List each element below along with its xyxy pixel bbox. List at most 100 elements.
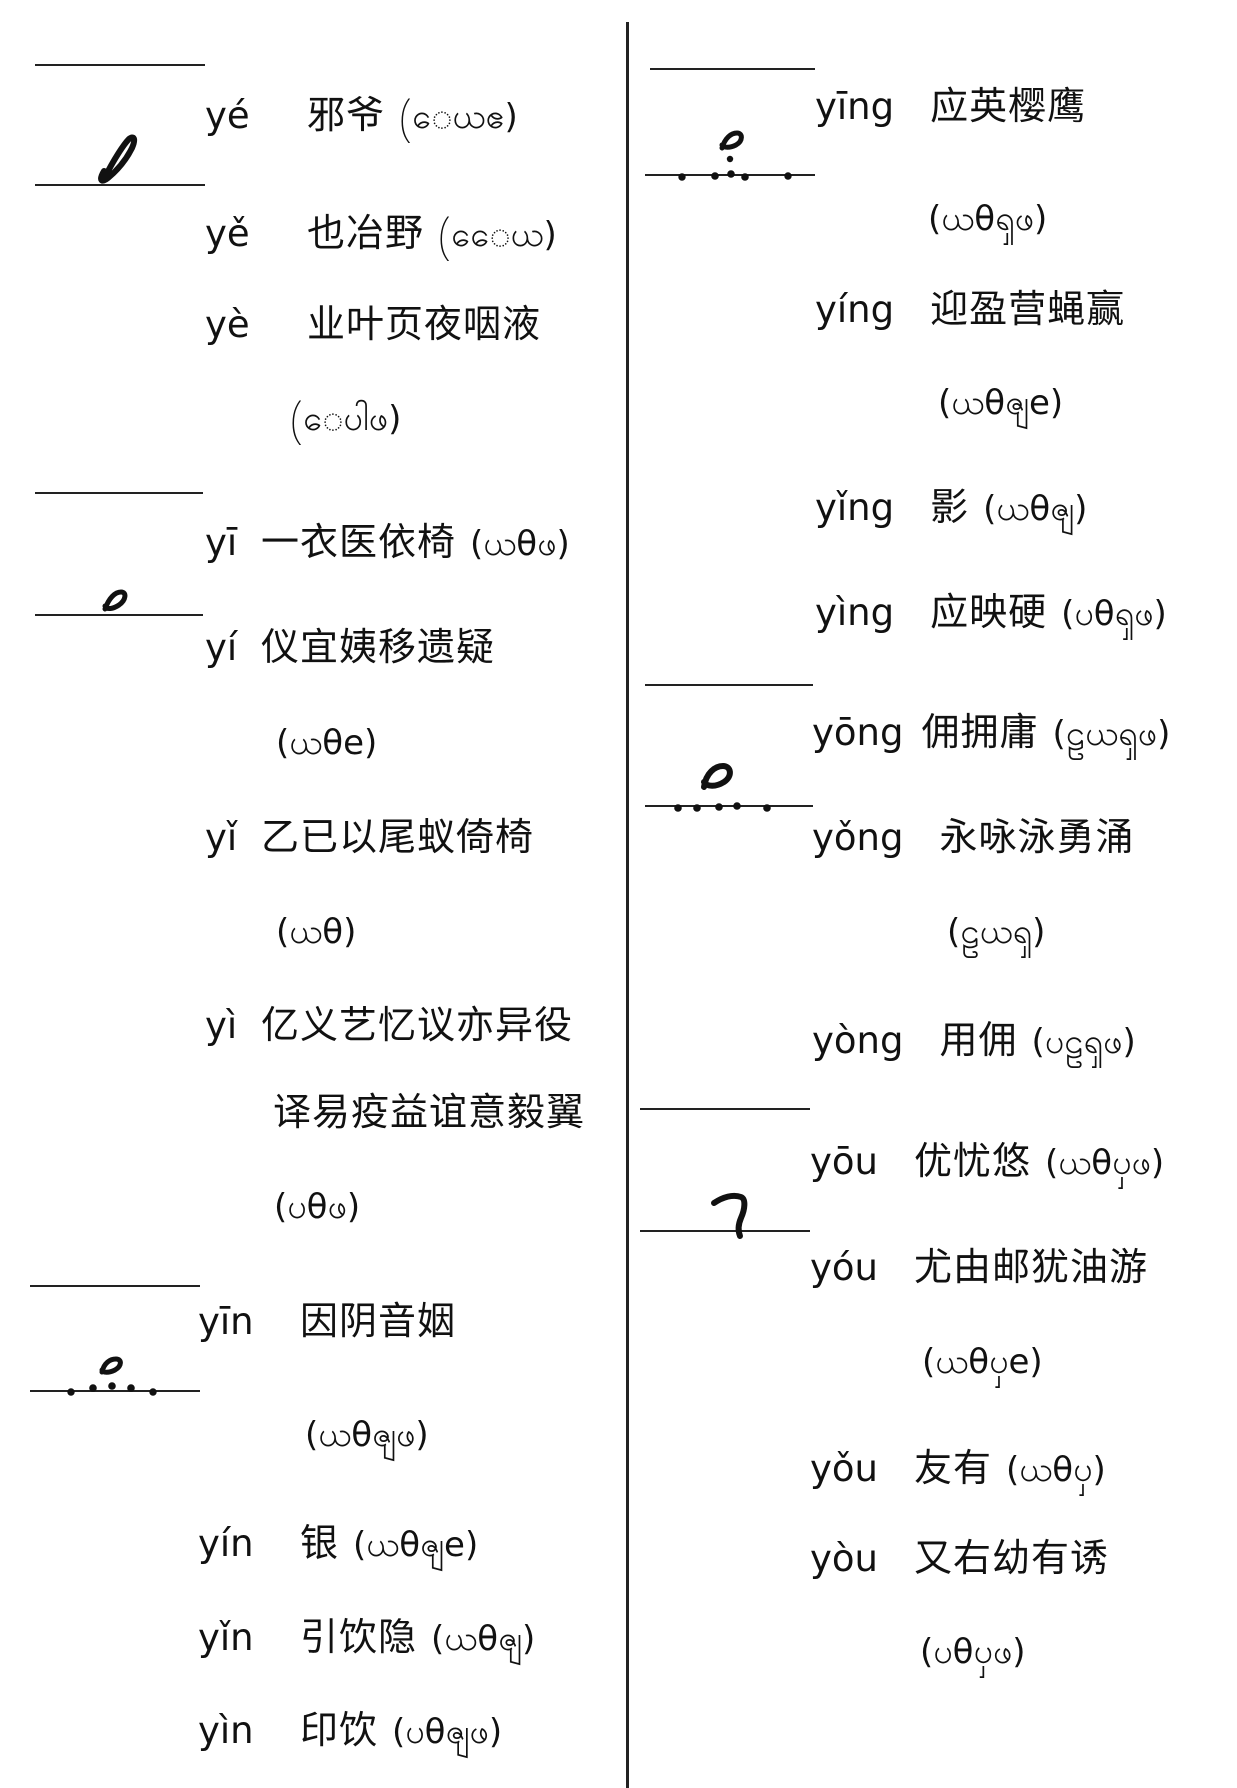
shorthand-you-icon bbox=[711, 1192, 748, 1239]
group-bottom-rule-yong bbox=[645, 805, 813, 807]
shorthand-yi-icon bbox=[102, 589, 128, 612]
hanzi-yong1: 佣拥庸 bbox=[921, 710, 1039, 754]
hanzi-you2: 尤由邮犹油游 bbox=[913, 1245, 1148, 1289]
code-yong1: (ဠယၡဖ) bbox=[1052, 714, 1171, 754]
pinyin-yi2: yí bbox=[205, 626, 238, 669]
pinyin-you2: yóu bbox=[810, 1246, 878, 1289]
hanzi-yi4-line1: 亿义艺忆议亦异役 bbox=[261, 1003, 574, 1047]
pinyin-ying1: yīng bbox=[815, 85, 895, 128]
code-ying1: (ယθၡဖ) bbox=[928, 199, 1048, 239]
code-ying4: (ပθၡဖ) bbox=[1061, 594, 1167, 634]
shorthand-yin-icon bbox=[67, 1356, 157, 1396]
code-you3: (ယθၦ) bbox=[1006, 1450, 1106, 1490]
group-bottom-rule-you bbox=[640, 1230, 810, 1232]
entry-yin4: yìn 印饮 (ပθၛဖ) bbox=[198, 1711, 502, 1749]
entry-ye2: yé 邪爷 (ေယဧ) bbox=[205, 96, 518, 134]
hanzi-yin4: 印饮 bbox=[300, 1708, 379, 1752]
code-yi1: (ယθဖ) bbox=[470, 524, 570, 564]
pinyin-yin1: yīn bbox=[198, 1300, 254, 1343]
entry-ye4: yè 业叶页夜咽液 bbox=[205, 305, 541, 343]
code-ying2: (ယθၛe) bbox=[938, 383, 1064, 423]
entry-ying2: yíng 迎盈营蝇赢 bbox=[815, 290, 1125, 328]
code-yi3: (ယθ) bbox=[276, 912, 357, 952]
code-yin3: (ယθၛ) bbox=[431, 1619, 536, 1659]
pinyin-yi4: yì bbox=[205, 1004, 238, 1047]
pinyin-yi1: yī bbox=[205, 521, 238, 564]
pinyin-ying3: yǐng bbox=[815, 486, 895, 529]
group-top-rule-yin bbox=[30, 1285, 200, 1287]
pinyin-yi3: yǐ bbox=[205, 816, 238, 859]
pinyin-ye3: yě bbox=[205, 212, 250, 255]
code-ying3: (ယθၛ) bbox=[983, 489, 1088, 529]
entry-yong3: yǒng 永咏泳勇涌 bbox=[812, 818, 1135, 856]
entry-yin1: yīn 因阴音姻 bbox=[198, 1302, 456, 1340]
hanzi-yi2: 仪宜姨移遗疑 bbox=[261, 625, 496, 669]
pinyin-ye2: yé bbox=[205, 94, 250, 137]
code-you1: (ယθၦဖ) bbox=[1045, 1143, 1165, 1183]
code-ye2: (ေယဧ) bbox=[399, 97, 518, 137]
entry-you4: yòu 又右幼有诱 bbox=[810, 1539, 1109, 1577]
shorthand-yong-icon bbox=[674, 763, 771, 812]
group-bottom-rule-yin bbox=[30, 1390, 200, 1392]
group-bottom-rule-yi bbox=[35, 614, 203, 616]
entry-you1: yōu 优忧悠 (ယθၦဖ) bbox=[810, 1142, 1164, 1180]
entry-yi4: yì 亿义艺忆议亦异役 bbox=[205, 1006, 573, 1044]
entry-yi1: yī 一衣医依椅 (ယθဖ) bbox=[205, 523, 570, 561]
entry-yin2: yín 银 (ယθၛe) bbox=[198, 1524, 478, 1562]
hanzi-yong3: 永咏泳勇涌 bbox=[939, 815, 1135, 859]
entry-yin3: yǐn 引饮隐 (ယθၛ) bbox=[198, 1618, 535, 1656]
code-ye4: (ေပါဖ) bbox=[290, 399, 402, 439]
hanzi-ye2: 邪爷 bbox=[307, 93, 386, 137]
code-yong4: (ပဠၡဖ) bbox=[1031, 1022, 1136, 1062]
hanzi-you4: 又右幼有诱 bbox=[913, 1536, 1109, 1580]
hanzi-ying2: 迎盈营蝇赢 bbox=[930, 287, 1126, 331]
pinyin-you3: yǒu bbox=[810, 1447, 878, 1490]
code-yin2: (ယθၛe) bbox=[353, 1525, 479, 1565]
hanzi-yi1: 一衣医依椅 bbox=[261, 520, 457, 564]
entry-ye3: yě 也冶野 (ေေယ) bbox=[205, 214, 557, 252]
pinyin-you1: yōu bbox=[810, 1140, 878, 1183]
code-you4: (ပθၦဖ) bbox=[920, 1632, 1026, 1672]
group-bottom-rule-ye bbox=[35, 184, 205, 186]
column-divider bbox=[626, 22, 629, 1788]
hanzi-yi3: 乙已以尾蚁倚椅 bbox=[261, 815, 535, 859]
code-ye3: (ေေယ) bbox=[438, 215, 557, 255]
entry-yi3: yǐ 乙已以尾蚁倚椅 bbox=[205, 818, 534, 856]
pinyin-ye4: yè bbox=[205, 303, 250, 346]
pinyin-ying2: yíng bbox=[815, 288, 895, 331]
group-top-rule-yong bbox=[645, 684, 813, 686]
pinyin-yin3: yǐn bbox=[198, 1616, 254, 1659]
code-yin1: (ယθၛဖ) bbox=[305, 1415, 429, 1455]
hanzi-you3: 友有 bbox=[913, 1446, 992, 1490]
shorthand-ying-icon bbox=[678, 130, 792, 181]
pinyin-you4: yòu bbox=[810, 1537, 878, 1580]
hanzi-yin3: 引饮隐 bbox=[300, 1615, 418, 1659]
code-yin4: (ပθၛဖ) bbox=[392, 1712, 503, 1752]
entry-ying1: yīng 应英樱鹰 bbox=[815, 87, 1086, 125]
pinyin-yong3: yǒng bbox=[812, 816, 904, 859]
hanzi-yi4-line2: 译易疫益谊意毅翼 bbox=[273, 1090, 586, 1134]
code-you2: (ယθၦe) bbox=[922, 1342, 1043, 1382]
entry-you2: yóu 尤由邮犹油游 bbox=[810, 1248, 1148, 1286]
entry-ying4: yìng 应映硬 (ပθၡဖ) bbox=[815, 593, 1167, 631]
pinyin-yin4: yìn bbox=[198, 1709, 254, 1752]
hanzi-ying4: 应映硬 bbox=[930, 590, 1048, 634]
hanzi-you1: 优忧悠 bbox=[913, 1139, 1031, 1183]
hanzi-ying1: 应英樱鹰 bbox=[930, 84, 1087, 128]
entry-ying3: yǐng 影 (ယθၛ) bbox=[815, 488, 1087, 526]
entry-yong4: yòng 用佣 (ပဠၡဖ) bbox=[812, 1021, 1136, 1059]
pinyin-yin2: yín bbox=[198, 1522, 254, 1565]
group-top-rule-ying bbox=[650, 68, 815, 70]
hanzi-ye3: 也冶野 bbox=[307, 211, 425, 255]
code-yi2: (ယθe) bbox=[276, 723, 378, 763]
group-top-rule-ye bbox=[35, 64, 205, 66]
code-yi4: (ပθဖ) bbox=[274, 1187, 361, 1227]
hanzi-ying3: 影 bbox=[930, 485, 970, 529]
code-yong3: (ဠယၡ) bbox=[947, 912, 1046, 952]
hanzi-ye4: 业叶页夜咽液 bbox=[307, 302, 542, 346]
hanzi-yong4: 用佣 bbox=[939, 1018, 1018, 1062]
pinyin-yong1: yōng bbox=[812, 711, 904, 754]
group-top-rule-yi bbox=[35, 492, 203, 494]
entry-yi2: yí 仪宜姨移遗疑 bbox=[205, 628, 495, 666]
